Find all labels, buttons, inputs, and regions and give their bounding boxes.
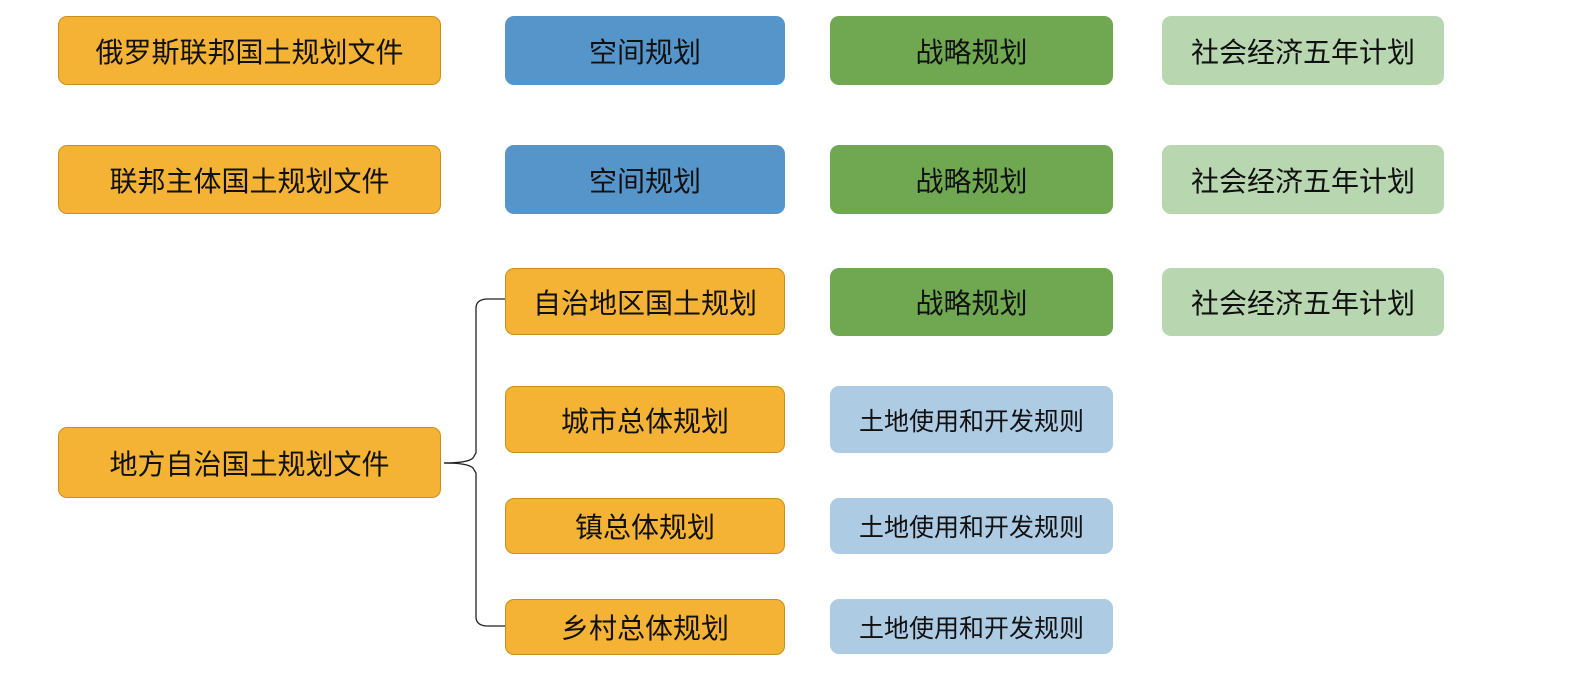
federal-five-year-plan: 社会经济五年计划: [1162, 16, 1444, 85]
subject-spatial-plan: 空间规划: [505, 145, 785, 214]
town-master-plan: 镇总体规划: [505, 498, 785, 554]
city-land-use-rules: 土地使用和开发规则: [830, 386, 1113, 453]
subject-strategic-plan: 战略规划: [830, 145, 1113, 214]
federal-spatial-plan: 空间规划: [505, 16, 785, 85]
autonomous-district-plan: 自治地区国土规划: [505, 268, 785, 335]
village-master-plan: 乡村总体规划: [505, 599, 785, 655]
federal-planning-document: 俄罗斯联邦国土规划文件: [58, 16, 441, 85]
subject-five-year-plan: 社会经济五年计划: [1162, 145, 1444, 214]
subject-planning-document: 联邦主体国土规划文件: [58, 145, 441, 214]
federal-strategic-plan: 战略规划: [830, 16, 1113, 85]
municipal-strategic-plan: 战略规划: [830, 268, 1113, 336]
municipal-five-year-plan: 社会经济五年计划: [1162, 268, 1444, 336]
town-land-use-rules: 土地使用和开发规则: [830, 498, 1113, 554]
municipal-planning-document: 地方自治国土规划文件: [58, 427, 441, 498]
city-master-plan: 城市总体规划: [505, 386, 785, 453]
village-land-use-rules: 土地使用和开发规则: [830, 599, 1113, 654]
